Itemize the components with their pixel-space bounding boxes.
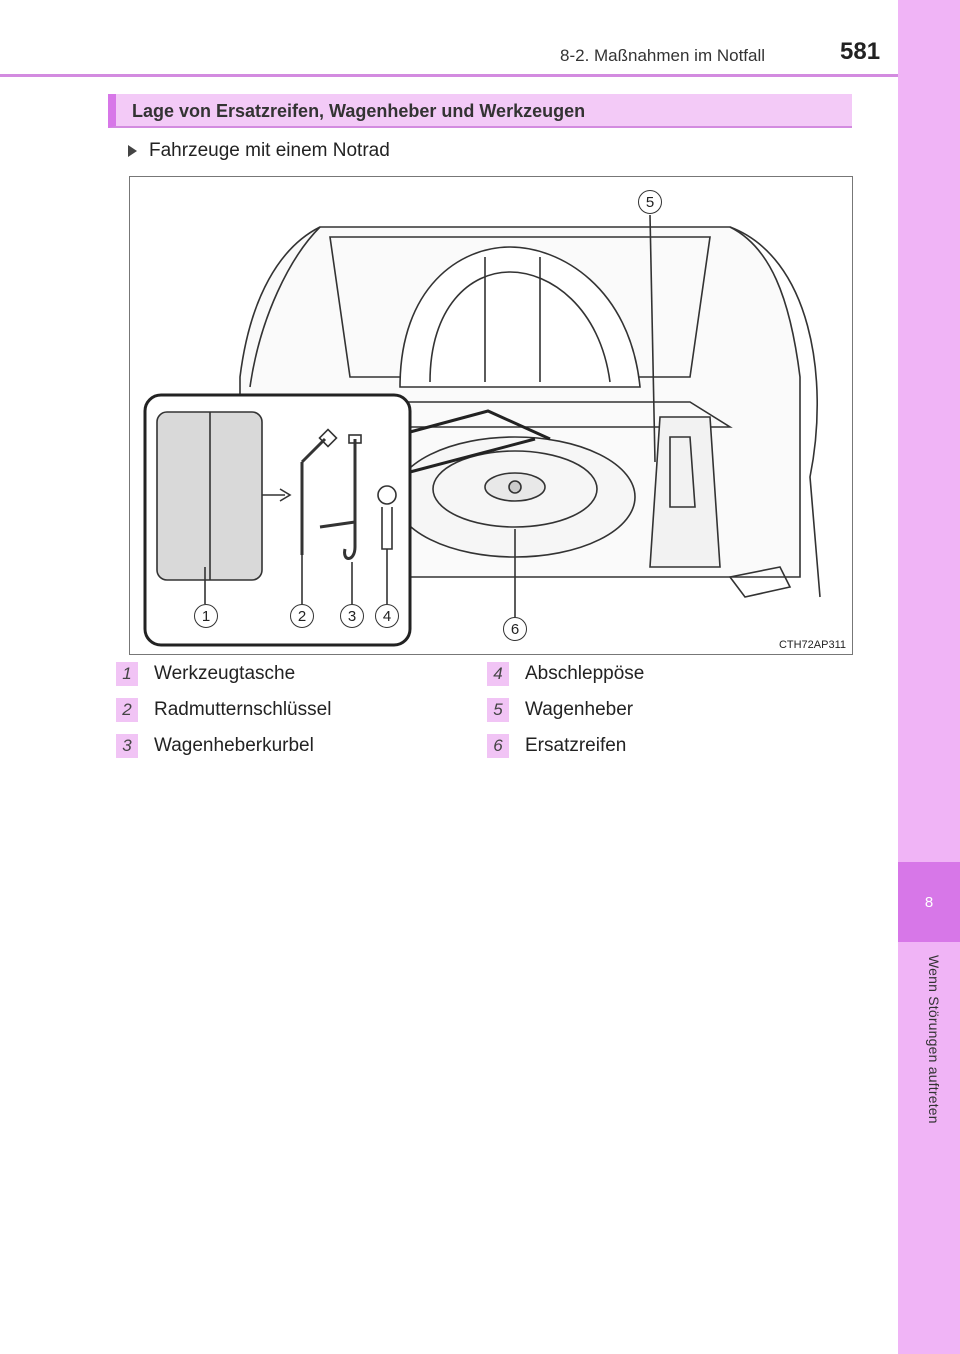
section-heading-text: Lage von Ersatzreifen, Wagenheber und We… [132,101,586,121]
legend-item-5: 5 Wagenheber [487,698,633,722]
legend-label: Radmutternschlüssel [154,699,332,720]
legend-item-6: 6 Ersatzreifen [487,734,626,758]
trunk-drawing [143,214,821,647]
callout-1: 1 [194,604,218,628]
legend-label: Ersatzreifen [525,735,627,756]
trunk-illustration: 1 2 3 4 5 6 CTH72AP311 [129,176,853,655]
triangle-bullet-icon [128,145,137,157]
legend-item-4: 4 Abschleppöse [487,662,644,686]
bullet-item: Fahrzeuge mit einem Notrad [128,140,390,162]
legend-label: Wagenheber [525,699,634,720]
callout-5: 5 [638,190,662,214]
chapter-title: Wenn Störungen auftreten [926,955,942,1124]
callout-2: 2 [290,604,314,628]
legend-number: 5 [487,698,509,722]
callout-4: 4 [375,604,399,628]
callout-3: 3 [340,604,364,628]
section-heading: Lage von Ersatzreifen, Wagenheber und We… [108,94,852,128]
chapter-number: 8 [924,893,934,911]
legend-number: 3 [116,734,138,758]
bullet-text: Fahrzeuge mit einem Notrad [149,140,390,161]
legend-label: Werkzeugtasche [154,663,296,684]
callout-6: 6 [503,617,527,641]
figure-code: CTH72AP311 [778,639,846,651]
side-tab [898,0,960,1354]
page-number: 581 [840,38,881,65]
legend-item-2: 2 Radmutternschlüssel [116,698,331,722]
legend-label: Abschleppöse [525,663,645,684]
legend-number: 2 [116,698,138,722]
chapter-number-box [898,862,960,942]
legend-number: 4 [487,662,509,686]
legend-number: 1 [116,662,138,686]
legend-label: Wagenheberkurbel [154,735,314,756]
legend-item-1: 1 Werkzeugtasche [116,662,295,686]
header-divider [0,74,898,77]
legend-number: 6 [487,734,509,758]
header-section-title: 8-2. Maßnahmen im Notfall [560,46,766,65]
legend-item-3: 3 Wagenheberkurbel [116,734,314,758]
